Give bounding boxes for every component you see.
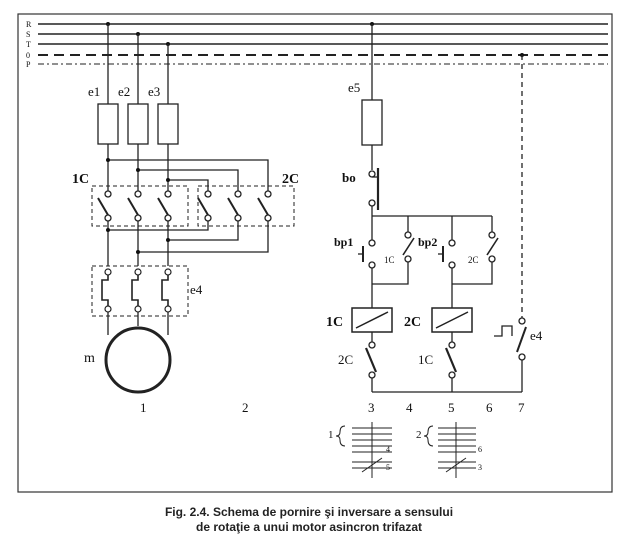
contact-group-2: 2 6 3 — [416, 422, 482, 478]
figure-caption-line1: Fig. 2.4. Schema de pornire şi inversare… — [164, 505, 454, 519]
contactor-1c-box — [91, 185, 189, 227]
stop-button-label: bo — [342, 170, 356, 185]
motor-circle — [104, 326, 172, 394]
node-5: 5 — [448, 400, 455, 415]
group2-label: 2 — [416, 429, 422, 441]
contactor-feed-wires — [107, 144, 269, 192]
interlock-2c — [364, 341, 378, 379]
fuse-label-e2: e2 — [118, 84, 130, 99]
diagram-frame — [17, 13, 613, 493]
node-7: 7 — [518, 400, 525, 415]
circuit-diagram: R S T 0 P e1 e2 e3 1C — [17, 13, 613, 493]
contactor-2c-contacts — [197, 190, 272, 222]
contactor-2c-box — [197, 185, 295, 227]
fuses-power — [97, 103, 179, 145]
section-number-1: 1 — [140, 400, 147, 415]
start-button-bp2 — [438, 239, 456, 269]
coil-2c — [431, 307, 473, 333]
coil-2c-label: 2C — [404, 315, 421, 330]
group1-num-4: 4 — [386, 445, 390, 454]
motor-label: m — [84, 351, 95, 366]
figure-caption-line2: de rotaţie a unui motor asincron trifaza… — [195, 520, 423, 534]
bus-junctions — [106, 22, 524, 57]
fuse-label-e3: e3 — [148, 84, 160, 99]
interlock-2c-label: 2C — [338, 352, 353, 367]
group2-num-3: 3 — [478, 463, 482, 472]
thermal-elements — [101, 268, 172, 313]
node-6: 6 — [486, 400, 493, 415]
interlock-1c-label: 1C — [418, 352, 433, 367]
selfhold-2c — [486, 231, 499, 263]
fuse-label-e5: e5 — [348, 80, 360, 95]
contactor-1c-label: 1C — [72, 172, 89, 187]
bus-label-t: T — [26, 40, 31, 49]
group2-num-6: 6 — [478, 445, 482, 454]
motor-leads — [107, 312, 169, 335]
start-button-bp1 — [358, 239, 376, 269]
contactor-2c-label: 2C — [282, 172, 299, 187]
bus-bars — [38, 23, 608, 65]
feed-junctions — [106, 158, 170, 182]
selfhold-1c — [402, 231, 415, 263]
selfhold-1c-label: 1C — [384, 255, 395, 265]
node-3: 3 — [368, 400, 375, 415]
fuse-control-e5 — [361, 99, 383, 146]
contactor-1c-contacts — [97, 190, 172, 222]
start-button-bp1-label: bp1 — [334, 235, 353, 249]
node-4: 4 — [406, 400, 413, 415]
group1-label: 1 — [328, 429, 334, 441]
fuse-label-e1: e1 — [88, 84, 100, 99]
start-button-bp2-label: bp2 — [418, 235, 437, 249]
stop-button — [368, 168, 380, 210]
coil-1c-label: 1C — [326, 315, 343, 330]
bus-label-r: R — [26, 20, 32, 29]
bus-label-0: 0 — [26, 51, 30, 60]
bus-label-s: S — [26, 30, 30, 39]
thermal-contact-e4 — [494, 317, 527, 361]
coil-1c — [351, 307, 393, 333]
output-junctions — [106, 228, 170, 254]
contactor-output-wires — [107, 221, 269, 266]
bus-label-p: P — [26, 60, 31, 69]
thermal-contact-e4-label: e4 — [530, 328, 543, 343]
selfhold-2c-label: 2C — [468, 255, 479, 265]
section-number-2: 2 — [242, 400, 249, 415]
interlock-1c — [444, 341, 458, 379]
thermal-relay-label: e4 — [190, 282, 203, 297]
group1-num-5: 5 — [386, 463, 390, 472]
contact-group-1: 1 4 5 — [328, 422, 392, 478]
control-wires — [371, 24, 523, 393]
phase-wires — [107, 24, 169, 104]
thermal-relay-box — [91, 265, 189, 317]
